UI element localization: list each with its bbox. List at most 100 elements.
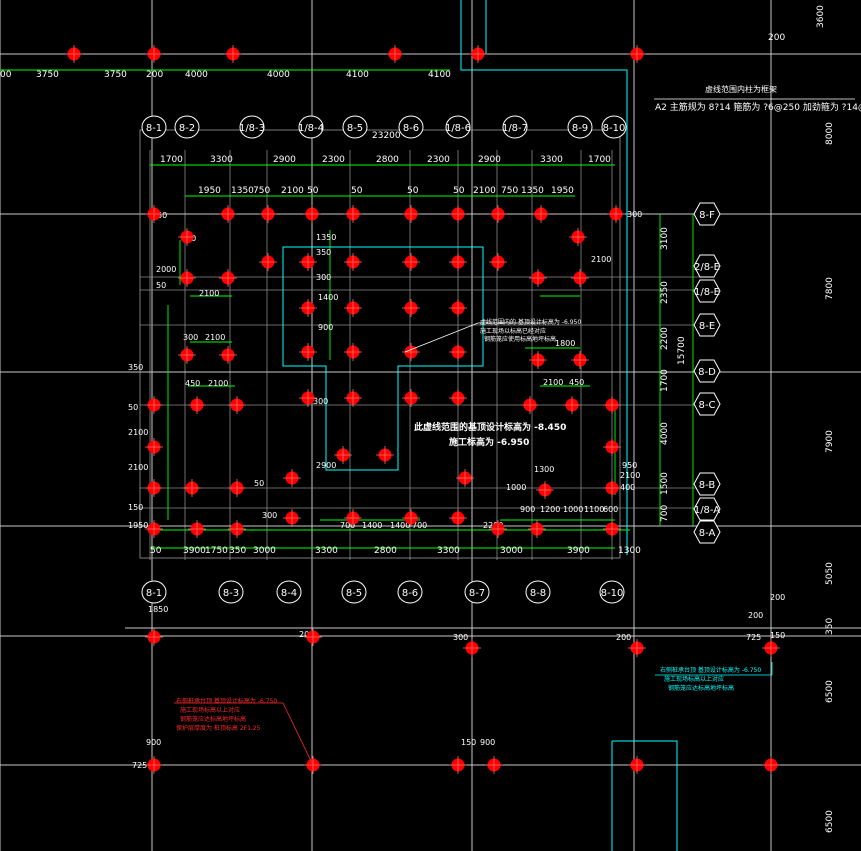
axis-bubble [567,115,593,139]
axis-bubble [218,580,244,604]
axis-label-text: 8-6 [403,123,419,134]
dim-bottom-label: 3000 [500,546,523,556]
row-axis-label-text: 1/8-E [694,287,720,298]
pile [303,205,321,223]
far-right-dim-label: 350 [825,618,835,635]
pile [145,205,163,223]
row-axis-label: 8-E [693,313,721,337]
pile [224,45,242,63]
axis-label: 8-1 [141,580,167,604]
pile [228,479,246,497]
axis-label: 8-6 [398,115,424,139]
pile [283,469,301,487]
axis-bubble [599,580,625,604]
axis-label: 8-4 [276,580,302,604]
row-axis-bubble [693,497,721,521]
pile [259,205,277,223]
row-axis-label-text: 8-E [699,321,715,332]
pile [183,479,201,497]
small-dim-label: 1400 [390,521,410,530]
pile [521,396,539,414]
pile [145,628,163,646]
small-dim-label: 1800 [555,339,575,348]
axis-label-text: 1/8-6 [445,123,471,134]
right-dim-label: 3100 [660,227,670,250]
row-axis-label: 8-F [693,202,721,226]
dim-row2-label: 1950 [198,186,221,196]
far-right-dim-label: 6500 [825,810,835,833]
pile [376,446,394,464]
pile [299,389,317,407]
small-dim-label: 300 [262,511,277,520]
dim-row2-label: 750 [501,186,518,196]
row-axis-bubble [693,313,721,337]
right-top-dim: 3600 [816,5,826,28]
pile [569,228,587,246]
row-axis-label: 1/8-E [693,279,721,303]
red-note-1: 右侧桩承台顶 基顶设计标高为 -6.750 [176,697,277,705]
inner-note-b: 施工现场以标高已经对应 [480,327,546,335]
pile [536,481,554,499]
red-note-2: 施工现场标高以上对应 [180,706,240,714]
axis-bubble [397,580,423,604]
dim-bottom-label: 3900 [183,546,206,556]
row-axis-label: 8-D [693,359,721,383]
pile [529,269,547,287]
row-axis-label: 8-C [693,392,721,416]
axis-label: 8-9 [567,115,593,139]
pile [402,389,420,407]
pile-markers [65,45,780,774]
top-dim-6: 4100 [346,70,369,80]
small-dim-label: 50 [128,403,138,412]
pile [762,756,780,774]
pile [402,299,420,317]
dim-row2-label: 50 [351,186,363,196]
pile [304,756,322,774]
cyan-boundary [282,246,484,471]
small-dim-label: 400 [620,483,635,492]
pile [762,639,780,657]
axis-label: 8-1 [141,115,167,139]
pile [188,520,206,538]
small-dim-label: 1400 [318,293,338,302]
leader-line-cyan [655,662,773,676]
dim-row2-label: 50 [407,186,419,196]
axis-label-text: 8-2 [179,123,195,134]
pile [449,205,467,223]
small-dim-label: 300 [316,273,331,282]
small-dim-label: 1850 [148,605,168,614]
pile [299,253,317,271]
dim-bottom-label: 1750 [205,546,228,556]
dim-row1-label: 2900 [478,155,501,165]
axis-label-text: 1/8-4 [298,123,324,134]
small-dim-label: 900 [520,505,535,514]
small-dim-label: 1200 [540,505,560,514]
axis-label-text: 8-10 [601,588,624,599]
pile [628,639,646,657]
row-axis-label: 2/8-E [693,254,721,278]
small-dim-label: 300 [453,633,468,642]
top-left-dim: 00 [0,70,12,80]
row-axis-bubble [693,279,721,303]
small-dim-label: 50 [156,281,166,290]
axis-bubble [398,115,424,139]
pile [299,343,317,361]
dim-row1-label: 2900 [273,155,296,165]
dim-row1-label: 2800 [376,155,399,165]
small-dim-label: 900 [480,738,495,747]
pile [219,346,237,364]
axis-label: 8-5 [342,115,368,139]
axis-bubble [464,580,490,604]
axis-label: 8-8 [525,580,551,604]
pile [344,343,362,361]
axis-label: 1/8-4 [298,115,324,139]
small-dim-label: 2100 [205,333,225,342]
small-dim-label: 2100 [199,289,219,298]
dim-bottom-label: 3000 [253,546,276,556]
right-dim-label: 1500 [660,472,670,495]
axis-label-text: 8-6 [402,588,418,599]
axis-label-text: 8-1 [146,588,162,599]
